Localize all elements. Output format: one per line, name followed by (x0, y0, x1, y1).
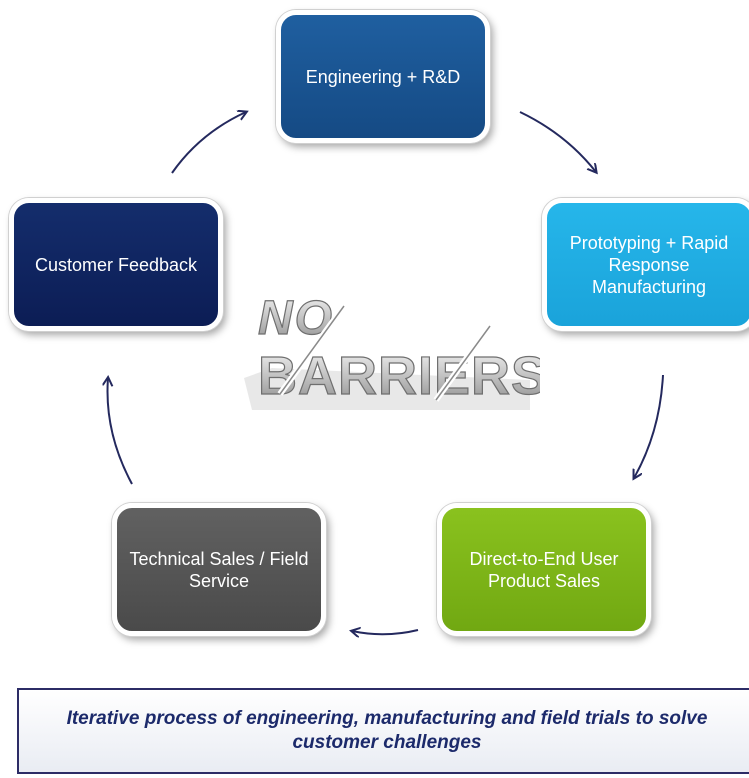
node-prototyping: Prototyping + Rapid Response Manufacturi… (542, 198, 749, 331)
node-customer-feedback: Customer Feedback (9, 198, 223, 331)
caption-box: Iterative process of engineering, manufa… (17, 688, 749, 774)
node-engineering: Engineering + R&D (276, 10, 490, 143)
node-technical-sales: Technical Sales / Field Service (112, 503, 326, 636)
arrow-direct-sales-to-technical-sales (352, 630, 419, 634)
logo-line-barriers: BARRIERS (258, 346, 540, 406)
node-direct-sales: Direct-to-End User Product Sales (437, 503, 651, 636)
no-barriers-logo: NO BARRIERS (244, 291, 540, 410)
arrow-prototyping-to-direct-sales (634, 374, 664, 478)
arrow-engineering-to-prototyping (519, 111, 596, 172)
arrow-feedback-to-engineering (171, 112, 246, 174)
arrow-technical-sales-to-feedback (108, 378, 133, 485)
caption-text: Iterative process of engineering, manufa… (66, 708, 708, 753)
